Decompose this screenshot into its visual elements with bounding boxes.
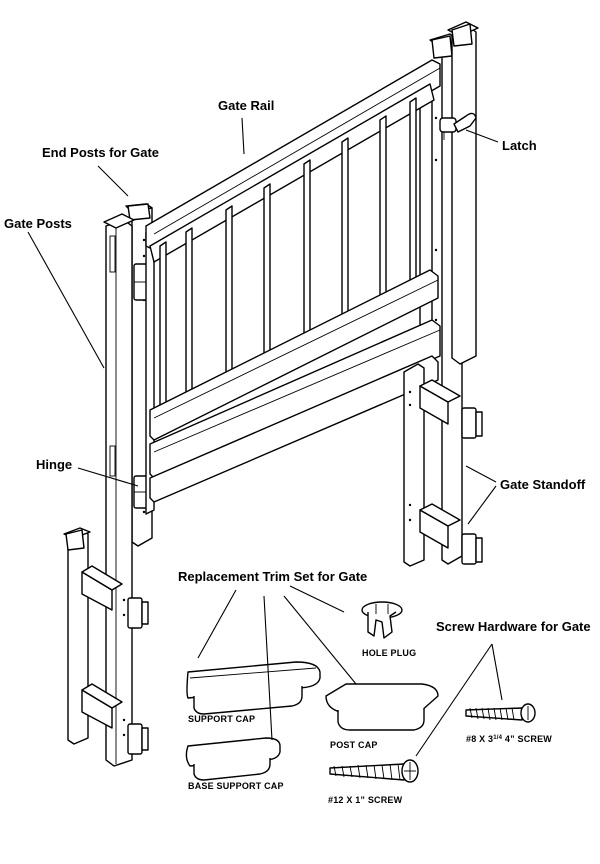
gate-posts-left — [103, 203, 153, 767]
screw-12-icon — [329, 759, 419, 783]
post-cap-icon — [325, 683, 439, 731]
post-cap-label: POST CAP — [330, 740, 378, 750]
hole-plug-label: HOLE PLUG — [362, 648, 416, 658]
gate-standoff-label: Gate Standoff — [500, 477, 586, 492]
screw-hardware-label: Screw Hardware for Gate — [436, 619, 591, 634]
support-cap-icon — [186, 661, 321, 715]
screw-8-icon — [465, 703, 536, 723]
gate-pickets — [159, 97, 417, 425]
hole-plug-icon — [361, 601, 403, 639]
hinge-label: Hinge — [36, 457, 72, 472]
latch-icon — [439, 112, 477, 140]
end-posts-label: End Posts for Gate — [42, 145, 159, 160]
screw-8-label: #8 X 31/4 4” SCREW — [466, 734, 552, 744]
gate-frame — [145, 59, 441, 515]
end-posts-right — [403, 21, 479, 567]
leader-lines — [27, 117, 503, 757]
gate-posts-label: Gate Posts — [4, 216, 72, 231]
gate-rail-label: Gate Rail — [218, 98, 274, 113]
screw-8-fraction: 1/4 — [493, 735, 502, 741]
trim-set-label: Replacement Trim Set for Gate — [178, 569, 367, 584]
gate-standoff-blocks — [419, 379, 483, 565]
screw-12-label: #12 X 1” SCREW — [328, 795, 403, 805]
latch-label: Latch — [502, 138, 537, 153]
lower-left-standoff — [63, 527, 149, 755]
base-support-cap-label: BASE SUPPORT CAP — [188, 781, 284, 791]
support-cap-label: SUPPORT CAP — [188, 714, 255, 724]
base-support-cap-icon — [185, 737, 281, 781]
